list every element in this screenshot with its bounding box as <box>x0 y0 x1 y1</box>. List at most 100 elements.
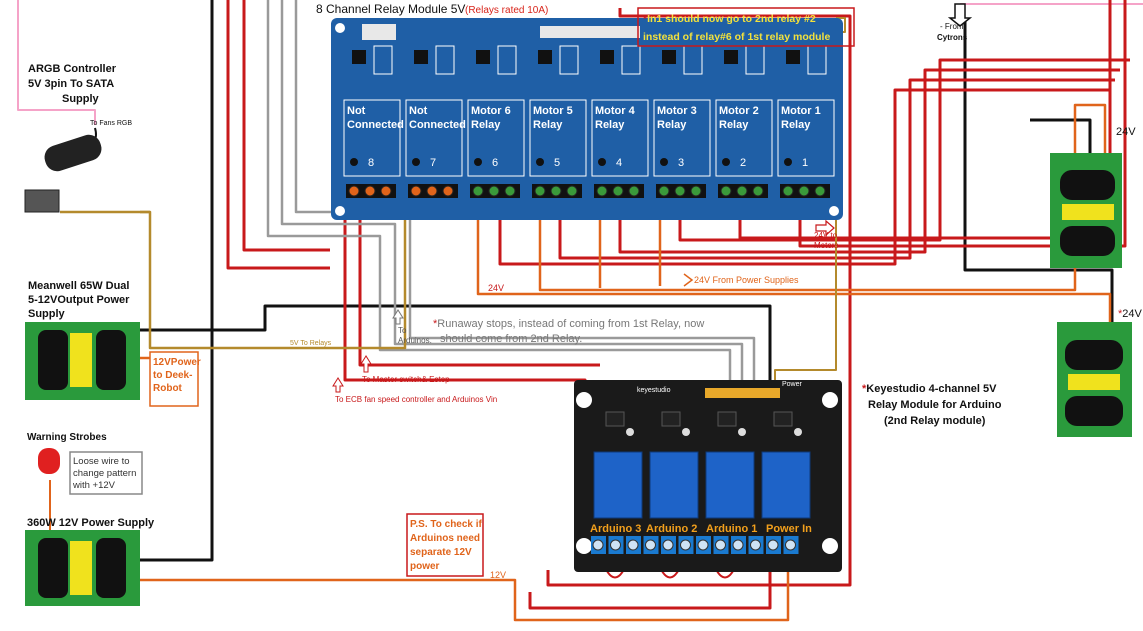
v24-b-label: *24V <box>1118 308 1143 320</box>
relay-chip <box>414 50 428 64</box>
relay-module-8ch: 8 Channel Relay Module 5V (Relays rated … <box>316 2 843 220</box>
relay-module-4ch: keyestudio Power Arduino 3 Arduino 2 Ard… <box>574 380 842 572</box>
terminal-screw <box>720 185 732 197</box>
terminal-screw <box>612 185 624 197</box>
red-motor-wire-6 <box>498 88 1110 266</box>
terminal-screw <box>752 185 764 197</box>
down-arrow-icon <box>947 3 973 27</box>
channel-num: 7 <box>430 157 436 169</box>
strobe-led <box>38 448 60 474</box>
terminal-screw <box>504 185 516 197</box>
keyes-brand: keyestudio <box>637 387 671 394</box>
terminal-screw <box>426 185 438 197</box>
transformer <box>1062 204 1114 220</box>
terminal-screw <box>690 185 702 197</box>
channel-num: 8 <box>368 157 374 169</box>
capacitor <box>1065 396 1123 426</box>
in1-note-line1: *In1 should now go to 2nd relay #2 <box>643 13 816 25</box>
keyes-chip <box>773 411 793 427</box>
wires <box>17 0 1143 622</box>
deek-robot-note: 12VPower to Deek- Robot <box>149 351 201 407</box>
keyes-note-1: *Keyestudio 4-channel 5V <box>862 383 997 395</box>
mount-hole <box>335 206 345 216</box>
keyes-arduino3: Arduino 3 <box>590 523 641 535</box>
keyes-screw <box>680 539 691 551</box>
relay-footprint <box>435 45 455 75</box>
red-wire-master <box>358 215 600 367</box>
capacitor <box>38 538 68 598</box>
capacitor <box>1065 340 1123 370</box>
keyes-relay <box>649 451 699 519</box>
keyes-note-3: (2nd Relay module) <box>884 415 986 427</box>
relay-footprint <box>497 45 517 75</box>
ecb-label: To ECB fan speed controller and Arduinos… <box>335 395 497 404</box>
meanwell-psu: Meanwell 65W Dual 5-12VOutput Power Supp… <box>25 280 140 400</box>
channel-num: 6 <box>492 157 498 169</box>
argb-controller: ARGB Controller 5V 3pin To SATA Supply T… <box>24 63 132 213</box>
v24-wire-label: 24V <box>488 283 504 293</box>
keyes-terminals <box>591 536 799 554</box>
mount-hole <box>822 392 838 408</box>
meanwell-label-3: Supply <box>28 308 66 320</box>
strobes-label: Warning Strobes <box>27 432 107 443</box>
keyes-arduino1: Arduino 1 <box>706 523 757 535</box>
psu360-label: 360W 12V Power Supply <box>27 517 155 529</box>
relay-chip <box>352 50 366 64</box>
mount-hole <box>576 392 592 408</box>
ps-line4: power <box>410 561 440 572</box>
orange-24v-wire-1 <box>476 195 1112 330</box>
meanwell-label-2: 5-12VOutput Power <box>28 294 130 306</box>
keyes-screw <box>715 539 726 551</box>
loose-note-box <box>69 451 143 495</box>
keyes-led <box>738 428 746 436</box>
gray-wire-1 <box>266 0 732 392</box>
channel-led <box>784 158 792 166</box>
terminal-screw <box>380 185 392 197</box>
ps-line3: separate 12V <box>410 547 472 558</box>
input-header <box>540 26 640 38</box>
from-cytrons-2: Cytrons <box>937 33 968 42</box>
mount-hole <box>822 538 838 554</box>
red-wire-main <box>546 8 852 587</box>
transformer <box>70 541 92 595</box>
terminal-screw <box>658 185 670 197</box>
deek-line1: 12VPower <box>153 357 201 368</box>
v24-motors-2: Motors <box>814 241 838 250</box>
channel-led <box>412 158 420 166</box>
keyes-screw <box>662 539 674 551</box>
channel-label-1: Motor 3 <box>657 105 697 117</box>
keyes-chip <box>717 411 737 427</box>
channel-led <box>536 158 544 166</box>
transformer <box>1068 374 1120 390</box>
argb-label-2: 5V 3pin To SATA <box>28 78 114 90</box>
terminal-screw <box>674 185 686 197</box>
relay-chip <box>476 50 490 64</box>
channel-label-2: Relay <box>471 119 501 131</box>
in1-note-line2: instead of relay#6 of 1st relay module <box>643 31 830 43</box>
capacitor <box>1060 170 1115 200</box>
jumper-header <box>362 24 396 40</box>
terminal-screw <box>348 185 360 197</box>
channel-label-2: Relay <box>781 119 811 131</box>
loose-line1: Loose wire to <box>73 456 130 467</box>
gray-wire-2 <box>280 0 744 392</box>
terminal-screw <box>596 185 608 197</box>
psu-24v-right-1: 24V <box>1050 126 1136 268</box>
in1-note-box <box>637 7 855 47</box>
channel-label-1: Motor 1 <box>781 105 821 117</box>
channel-num: 1 <box>802 157 808 169</box>
channel-led <box>660 158 668 166</box>
keyes-header <box>705 388 780 398</box>
to-arduinos-2: Arduinos. <box>398 336 432 345</box>
relay-footprint <box>559 45 579 75</box>
mount-hole <box>335 23 345 33</box>
keyes-led <box>626 428 634 436</box>
keyes-led <box>794 428 802 436</box>
argb-box <box>44 134 102 172</box>
red-motor-wire-3 <box>678 58 1130 242</box>
v24-a-label: 24V <box>1116 126 1136 138</box>
transformer <box>70 333 92 387</box>
module8-rating: (Relays rated 10A) <box>465 5 548 16</box>
module8-title: 8 Channel Relay Module 5V <box>316 2 465 16</box>
